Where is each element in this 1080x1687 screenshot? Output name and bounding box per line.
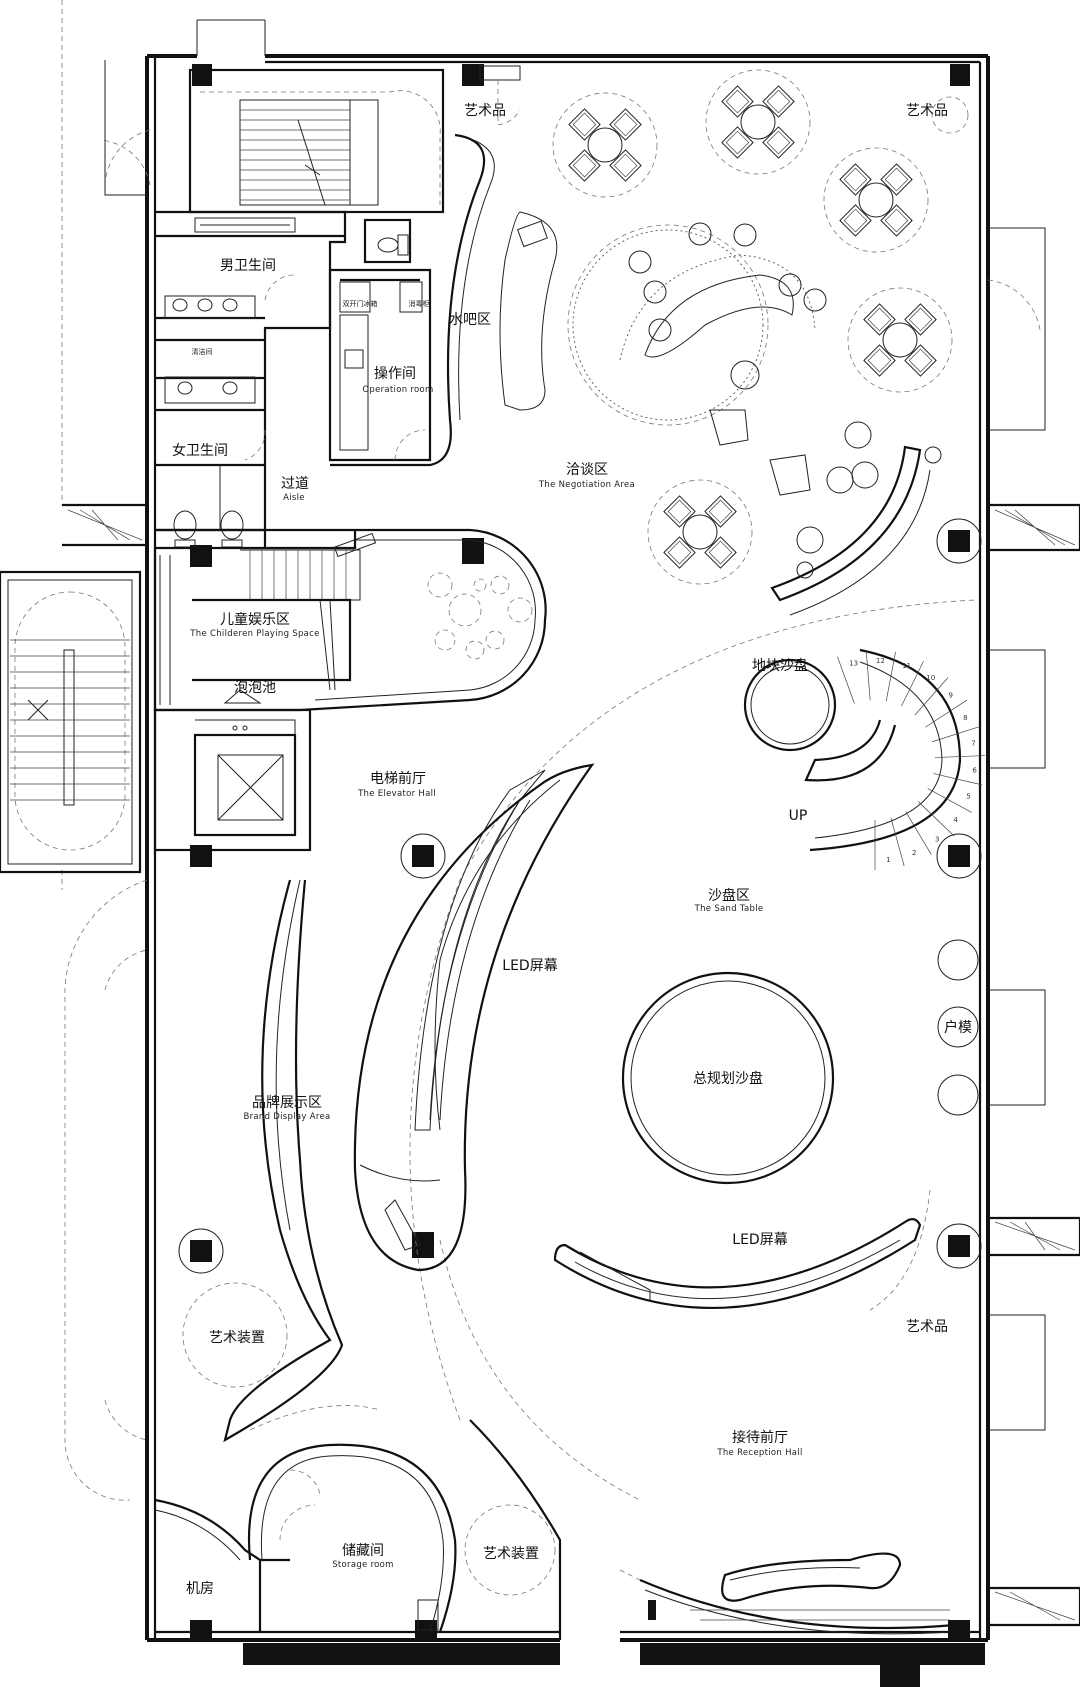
main-stair-north <box>188 68 445 214</box>
stair-step-number: 4 <box>954 816 959 824</box>
columns <box>178 64 982 1642</box>
label-led-screen-left: LED屏幕 <box>502 958 557 974</box>
label-negotiation-en: The Negotiation Area <box>538 480 635 490</box>
table-group <box>823 147 929 253</box>
label-negotiation: 洽谈区 <box>566 462 608 478</box>
label-fridge: 双开门冰箱 <box>343 299 378 308</box>
label-art-installation-left: 艺术装置 <box>209 1330 265 1346</box>
circulation-arcs <box>409 599 976 1501</box>
stair-tread <box>925 699 968 728</box>
stair-tread <box>837 656 855 704</box>
label-children: 儿童娱乐区 <box>220 611 290 628</box>
stair-step-number: 3 <box>935 835 939 843</box>
stair-tread <box>865 650 871 701</box>
label-up: UP <box>789 808 808 824</box>
label-brand-display: 品牌展示区 <box>252 1094 322 1111</box>
stair-tread <box>918 801 955 837</box>
led-crescent-wall <box>353 763 595 1272</box>
table-group <box>705 69 811 175</box>
label-elevator-hall-en: The Elevator Hall <box>357 789 436 799</box>
stair-tread <box>905 811 932 855</box>
label-operation-en: Operation room <box>362 385 433 395</box>
art-pieces <box>479 65 969 134</box>
site-boundary <box>61 0 150 890</box>
stair-tread <box>927 788 972 813</box>
stair-step-number: 10 <box>926 674 935 682</box>
sand-table-area: 13 12 11 10 9 8 7 6 5 4 3 2 1 <box>553 648 985 1311</box>
stair-tread <box>934 755 985 758</box>
room-labels: 艺术品 艺术品 男卫生间 清洁间 水吧区 操作间 Operation room … <box>172 103 972 1597</box>
core-walls <box>153 528 547 852</box>
brand-display-partition <box>182 879 381 1443</box>
building-walls <box>64 19 1046 1687</box>
label-womens-wc: 女卫生间 <box>172 442 228 459</box>
operation-room-walls <box>328 268 432 462</box>
table-group <box>552 92 658 198</box>
stair-tread <box>901 661 924 707</box>
stair-tread <box>914 677 949 716</box>
label-master-plan: 总规划沙盘 <box>693 1070 763 1087</box>
label-machine-room: 机房 <box>186 1581 214 1597</box>
table-group <box>647 479 753 585</box>
stair-step-number: 2 <box>912 849 916 857</box>
label-operation: 操作间 <box>374 366 416 382</box>
stair-tread <box>932 726 980 743</box>
stair-step-number: 11 <box>902 662 911 670</box>
restrooms <box>155 210 412 548</box>
stair-step-number: 9 <box>949 692 953 700</box>
label-sand-table-en: The Sand Table <box>694 904 764 914</box>
label-children-en: The Childeren Playing Space <box>189 629 319 639</box>
stair-step-number: 5 <box>966 792 970 800</box>
label-unit-model: 户模 <box>944 1019 972 1036</box>
label-art-top-left: 艺术品 <box>464 103 506 119</box>
storage-machine-rooms <box>154 1419 562 1640</box>
table-group <box>847 287 953 393</box>
stair-step-number: 12 <box>876 657 885 665</box>
external-stair-west <box>0 570 142 874</box>
label-storage-en: Storage room <box>332 1560 394 1570</box>
label-elevator-hall: 电梯前厅 <box>370 770 426 787</box>
label-water-bar: 水吧区 <box>449 312 491 328</box>
reception-desk <box>619 1552 956 1635</box>
label-land-sand: 地块沙盘 <box>752 657 808 674</box>
stair-tread <box>890 817 905 867</box>
label-art-top-right: 艺术品 <box>906 103 948 119</box>
label-art-right: 艺术品 <box>906 1319 948 1335</box>
label-storage: 储藏间 <box>342 1543 384 1559</box>
label-mens-wc: 男卫生间 <box>220 258 276 274</box>
negotiation-furniture <box>552 69 953 616</box>
label-aisle: 过道 <box>281 476 309 492</box>
label-sterilizer: 消毒柜 <box>409 299 430 308</box>
label-reception-en: The Reception Hall <box>716 1448 802 1458</box>
label-bubble-pool: 泡泡池 <box>234 680 276 696</box>
label-aisle-en: Aisle <box>283 493 305 503</box>
stair-tread <box>885 651 896 702</box>
stair-tread <box>933 773 983 786</box>
stair-step-number: 13 <box>849 659 858 667</box>
water-bar <box>330 133 558 467</box>
label-cleaning: 清洁间 <box>192 347 213 356</box>
label-reception: 接待前厅 <box>732 1429 788 1446</box>
stair-step-number: 8 <box>963 714 967 722</box>
label-art-installation-bottom: 艺术装置 <box>483 1546 539 1562</box>
stair-step-number: 7 <box>971 740 975 748</box>
stair-step-number: 6 <box>972 766 977 774</box>
label-sand-table: 沙盘区 <box>708 887 750 904</box>
label-led-screen-right: LED屏幕 <box>732 1232 787 1248</box>
external-balconies <box>62 503 1080 1627</box>
stair-step-number: 1 <box>886 856 890 864</box>
label-brand-display-en: Brand Display Area <box>243 1112 330 1122</box>
